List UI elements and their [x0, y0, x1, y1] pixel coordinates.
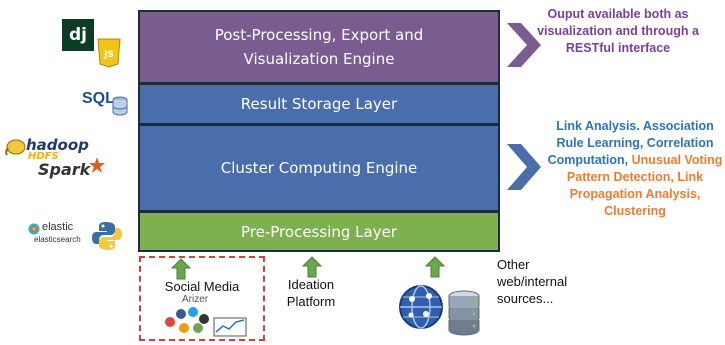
ideation-up-arrow-icon: [302, 256, 322, 278]
arizer-logo-text: Arizer: [182, 294, 209, 305]
pre-processing-label: Pre-Processing Layer: [241, 222, 397, 241]
analysis-note-blue: Link Analysis. Association Rule Learning…: [547, 119, 714, 167]
result-storage-layer: Result Storage Layer: [138, 83, 500, 125]
hdfs-logo-text: HDFS: [28, 151, 59, 162]
other-sources-label: Other web/internal sources...: [497, 257, 568, 306]
cluster-computing-layer: Cluster Computing Engine: [138, 124, 500, 212]
database-stack-icon: [448, 290, 480, 336]
elephant-icon: [5, 139, 26, 156]
django-logo-text: dj: [69, 25, 87, 45]
spark-star-icon: [89, 157, 105, 173]
analysis-note: Link Analysis. Association Rule Learning…: [545, 118, 725, 220]
ideation-platform-label: Ideation Platform: [286, 277, 336, 309]
social-network-icons: [165, 307, 247, 337]
spark-logo: Spark: [38, 157, 128, 182]
hadoop-logo-text: hadoop: [26, 136, 89, 154]
javascript-logo: JS: [97, 38, 121, 68]
elastic-logo: elastic elasticsearch: [28, 221, 88, 251]
other-sources-up-arrow-icon: [425, 256, 445, 278]
analysis-note-orange: Unusual Voting Pattern Detection, Link P…: [566, 153, 723, 218]
elastic-icon: [28, 223, 40, 235]
social-media-up-arrow-icon: [171, 258, 191, 280]
result-storage-label: Result Storage Layer: [240, 95, 398, 113]
cluster-computing-label: Cluster Computing Engine: [220, 159, 418, 177]
elasticsearch-logo-text: elasticsearch: [34, 235, 81, 244]
sql-logo-text: SQL: [82, 90, 115, 107]
database-icon: [112, 96, 128, 116]
elastic-logo-text: elastic: [42, 221, 74, 233]
pre-processing-layer: Pre-Processing Layer: [138, 211, 500, 252]
python-icon: [92, 222, 122, 250]
output-chevron-icon: [507, 23, 541, 67]
javascript-shield-icon: JS: [97, 38, 121, 68]
post-processing-layer: Post-Processing, Export and Visualizatio…: [138, 10, 500, 84]
post-processing-label: Post-Processing, Export and Visualizatio…: [214, 26, 424, 68]
social-media-label: Social Media: [164, 279, 240, 294]
analysis-chevron-icon: [507, 144, 541, 190]
python-logo: [91, 220, 123, 252]
spark-logo-text: Spark: [38, 160, 91, 179]
hadoop-logo: hadoop HDFS: [4, 136, 104, 164]
django-logo: dj: [62, 19, 94, 51]
output-note: Ouput available both as visualization an…: [537, 7, 699, 55]
social-media-collage: Arizer: [160, 294, 252, 338]
javascript-logo-text: JS: [103, 50, 114, 60]
sql-logo: SQL: [82, 88, 132, 118]
social-media-box: [139, 256, 265, 341]
globe-network-icon: [399, 285, 443, 329]
